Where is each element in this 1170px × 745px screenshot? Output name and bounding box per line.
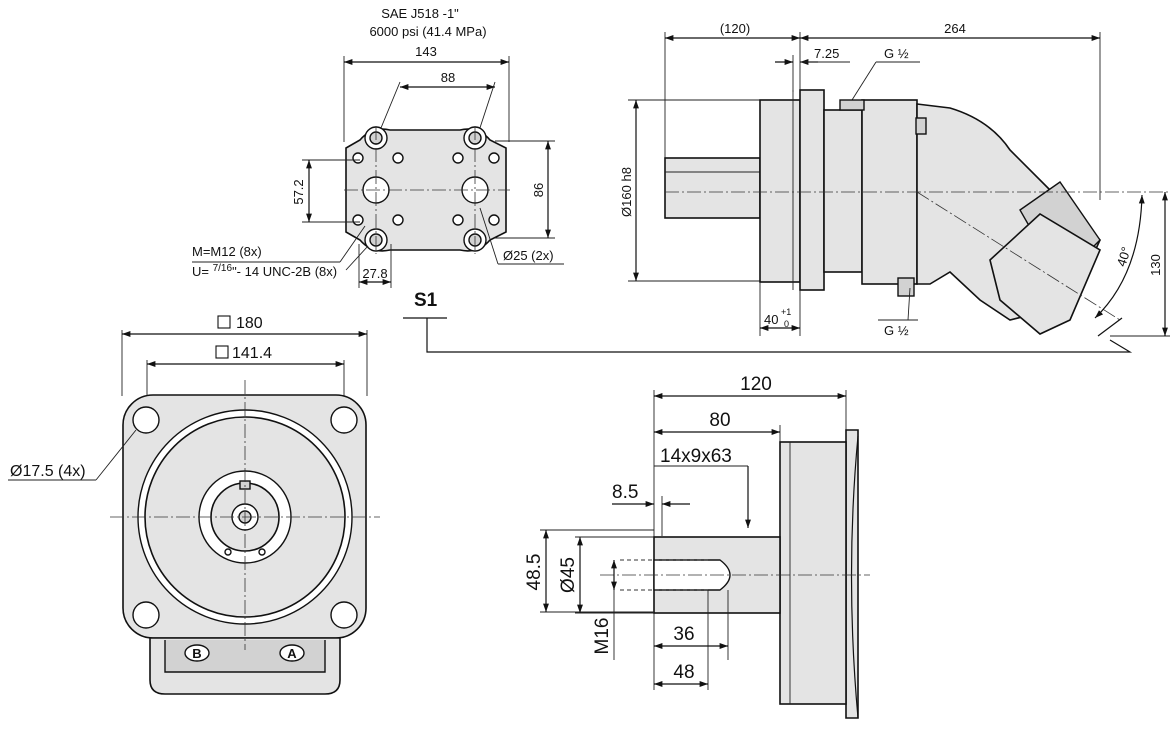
- dim-57-2-label: 57.2: [291, 179, 306, 204]
- side-housing: [823, 109, 863, 273]
- front-view: 180 141.4 B A: [8, 315, 380, 695]
- dim-36-label: 36: [673, 624, 694, 645]
- port-top-label: G ½: [884, 46, 909, 61]
- dim-48-label: 48: [673, 662, 694, 683]
- square-141-4-label: 141.4: [232, 345, 272, 362]
- shaft-detail-view: 120 80 14x9x63 8.5 48.5 Ø45 M16: [524, 374, 870, 719]
- port-a-label: A: [287, 646, 297, 661]
- side-dim-120-label: (120): [720, 21, 750, 36]
- thread-m-label: M=M12 (8x): [192, 244, 262, 259]
- dim-8-5-label: 8.5: [612, 482, 638, 503]
- dia-160-label: Ø160 h8: [619, 167, 634, 217]
- shaft-mount-flange: [779, 441, 847, 705]
- shaft-dim-80-label: 80: [709, 410, 730, 431]
- port-b-marker: [184, 644, 210, 662]
- square-180-label: 180: [236, 315, 263, 332]
- dia-45-label: Ø45: [558, 557, 579, 593]
- dim-40-tol-lower: 0: [784, 319, 789, 329]
- flange-spec-line1: SAE J518 -1": [381, 6, 459, 21]
- dim-40-label: 40: [764, 312, 778, 327]
- dim-27-8-label: 27.8: [362, 266, 387, 281]
- dim-40-tol-upper: +1: [781, 307, 791, 317]
- side-view: (120) 264 7.25 G ½ Ø160 h8: [403, 21, 1170, 353]
- angle-label: 40°: [1114, 245, 1134, 268]
- port-flange-view: SAE J518 -1" 6000 psi (41.4 MPa) 143 88: [192, 6, 564, 288]
- side-pilot: [759, 99, 801, 283]
- front-holes-label: Ø17.5 (4x): [10, 463, 86, 480]
- bore-label: Ø25 (2x): [503, 248, 554, 263]
- dim-130-label: 130: [1148, 254, 1163, 276]
- port-bottom-label: G ½: [884, 323, 909, 338]
- dim-88-label: 88: [441, 70, 455, 85]
- dim-143-label: 143: [415, 44, 437, 59]
- spline-label: 14x9x63: [660, 446, 732, 467]
- port-b-label: B: [192, 646, 201, 661]
- port-a-marker: [279, 644, 305, 662]
- side-dim-264-label: 264: [944, 21, 966, 36]
- section-s1-label: S1: [414, 290, 438, 311]
- thread-m16-label: M16: [592, 618, 613, 655]
- thread-u-label: U= 7/16"- 14 UNC-2B (8x): [192, 263, 337, 279]
- dim-7-25-label: 7.25: [814, 46, 839, 61]
- front-mounting-holes: [132, 406, 358, 629]
- dim-48-5-label: 48.5: [524, 554, 545, 591]
- shaft-dim-120-label: 120: [740, 374, 772, 395]
- dim-86-label: 86: [531, 183, 546, 197]
- side-mount-flange: [799, 89, 825, 291]
- side-shaft: [664, 157, 761, 219]
- flange-spec-line2: 6000 psi (41.4 MPa): [369, 24, 486, 39]
